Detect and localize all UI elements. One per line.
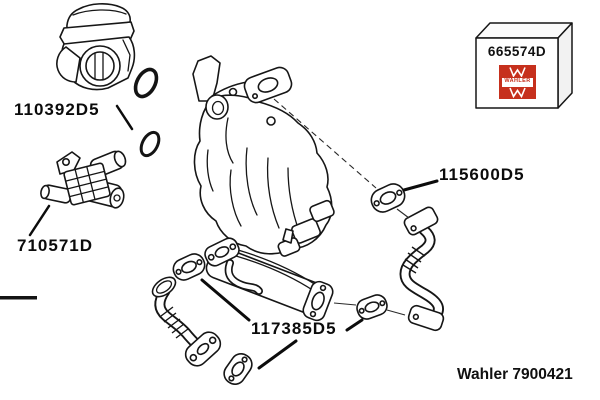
gasket-upper-drawing: [370, 183, 406, 213]
intake-manifold-drawing: [192, 55, 335, 257]
wahler-w-bottom-icon: [509, 87, 526, 98]
o-ring-small: [139, 130, 161, 158]
label-710571d: 710571D: [17, 236, 94, 255]
wahler-logo-band: WAHLER: [502, 77, 533, 87]
label-110392d5: 110392D5: [14, 100, 100, 119]
wahler-w-top-icon: [509, 67, 526, 77]
egr-cooler-drawing: [204, 228, 334, 322]
leader-lines: [28, 98, 439, 370]
package-part-number: 665574D: [487, 44, 547, 59]
egr-pipe-left-drawing: [151, 276, 222, 367]
egr-pipe-right-drawing: [399, 206, 445, 332]
o-ring-large: [133, 67, 159, 99]
package-box-drawing: [475, 22, 573, 109]
gasket-left-drawing: [172, 253, 206, 281]
egr-valve-drawing: [56, 3, 136, 91]
label-115600d5: 115600D5: [439, 165, 525, 184]
gasket-right-drawing: [356, 294, 388, 320]
scan-artifact-mark: [0, 296, 37, 300]
changeover-valve-drawing: [40, 150, 127, 209]
wahler-logo: WAHLER: [499, 65, 536, 99]
footer-brand-reference: Wahler 7900421: [457, 366, 573, 383]
wahler-logo-text: WAHLER: [504, 78, 531, 85]
gasket-bottom-drawing: [223, 352, 253, 386]
label-117385d5: 117385D5: [251, 319, 337, 338]
